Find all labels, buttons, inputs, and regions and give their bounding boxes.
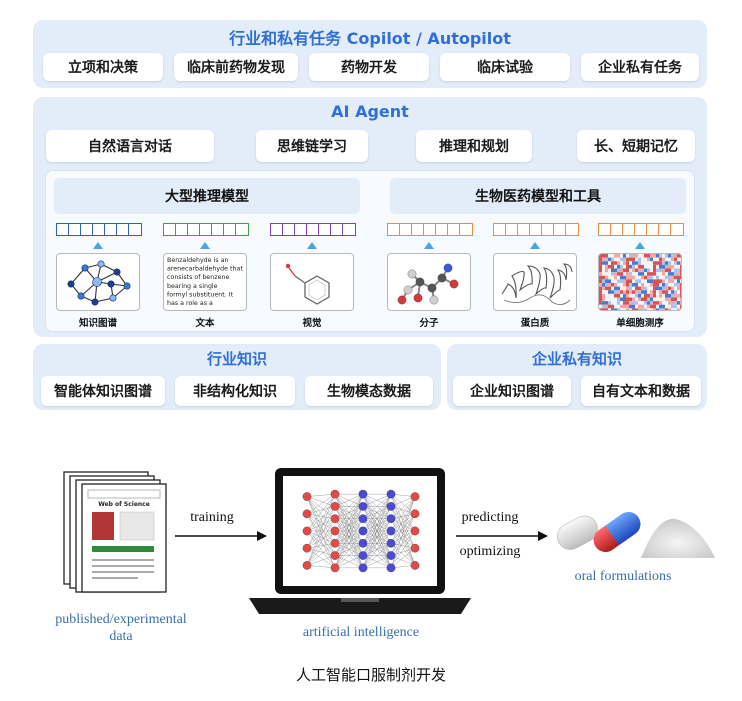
svg-text:Benzaldehyde is an: Benzaldehyde is an [167, 257, 228, 264]
heatmap-icon [599, 254, 681, 310]
laptop-caption: artificial intelligence [302, 625, 420, 640]
up-arrow-icon [530, 242, 540, 249]
modality-image-3 [270, 253, 354, 311]
agent-chip-3: 推理和规划 [416, 130, 532, 162]
token-sequence-6 [598, 223, 684, 236]
task-chip-4: 临床试验 [440, 53, 570, 81]
agent-panel: AI Agent 自然语言对话 思维链学习 推理和规划 长、短期记忆 大型推理模… [33, 97, 707, 337]
token-sequence-4 [387, 223, 473, 236]
industry-chip-2: 非结构化知识 [175, 376, 295, 406]
tasks-panel: 行业和私有任务 Copilot / Autopilot 立项和决策 临床前药物发… [33, 20, 707, 88]
documents-caption: published/experimental data [55, 612, 187, 644]
industry-chip-3: 生物模态数据 [305, 376, 433, 406]
private-chip-2: 自有文本和数据 [581, 376, 701, 406]
task-chip-3: 药物开发 [309, 53, 429, 81]
biomed-model-title: 生物医药模型和工具 [390, 178, 686, 214]
text-icon: Benzaldehyde is an arenecarbaldehyde that… [167, 257, 243, 307]
modality-image-6 [598, 253, 682, 311]
modality-image-2: Benzaldehyde is an arenecarbaldehyde that… [163, 253, 247, 311]
predicting-arrow [456, 531, 548, 541]
modality-label-6: 单细胞测序 [616, 318, 664, 329]
modality-label-3: 视觉 [302, 318, 322, 329]
pills-icon [557, 511, 715, 558]
graph-icon [67, 260, 131, 306]
svg-text:consists of benzene: consists of benzene [167, 274, 229, 281]
token-sequence-1 [56, 223, 142, 236]
modality-label-2: 文本 [195, 318, 215, 329]
predicting-label: predicting [461, 510, 519, 525]
tasks-title: 行业和私有任务 Copilot / Autopilot [229, 29, 511, 48]
up-arrow-icon [635, 242, 645, 249]
up-arrow-icon [424, 242, 434, 249]
protein-icon [501, 263, 573, 305]
modality-label-5: 蛋白质 [520, 318, 550, 329]
up-arrow-icon [93, 242, 103, 249]
agent-chip-2: 思维链学习 [256, 130, 368, 162]
industry-chip-1: 智能体知识图谱 [41, 376, 165, 406]
svg-text:bearing a single: bearing a single [167, 283, 218, 290]
modality-label-1: 知识图谱 [78, 318, 117, 329]
documents-icon [63, 471, 167, 593]
reasoning-model-title: 大型推理模型 [54, 178, 360, 214]
modality-image-1 [56, 253, 140, 311]
svg-text:formyl substituent. It: formyl substituent. It [167, 291, 234, 298]
modality-image-5 [493, 253, 577, 311]
agent-chip-4: 长、短期记忆 [577, 130, 695, 162]
agent-title: AI Agent [331, 102, 409, 121]
agent-chip-1: 自然语言对话 [46, 130, 214, 162]
up-arrow-icon [200, 242, 210, 249]
private-chip-1: 企业知识图谱 [453, 376, 571, 406]
modality-label-4: 分子 [419, 318, 439, 329]
task-chip-2: 临床前药物发现 [174, 53, 298, 81]
token-sequence-5 [493, 223, 579, 236]
task-chip-1: 立项和决策 [43, 53, 163, 81]
optimizing-label: optimizing [459, 544, 521, 559]
training-label: training [190, 510, 234, 525]
pills-caption: oral formulations [574, 569, 672, 584]
private-knowledge-title: 企业私有知识 [531, 350, 622, 368]
modality-image-4 [387, 253, 471, 311]
private-knowledge-panel: 企业私有知识 企业知识图谱 自有文本和数据 [447, 344, 707, 410]
training-arrow [175, 531, 267, 541]
task-chip-5: 企业私有任务 [581, 53, 699, 81]
industry-knowledge-panel: 行业知识 智能体知识图谱 非结构化知识 生物模态数据 [33, 344, 441, 410]
benzaldehyde-icon [285, 263, 330, 305]
token-sequence-3 [270, 223, 356, 236]
document-header-title: Web of Science [98, 501, 150, 508]
svg-text:arenecarbaldehyde that: arenecarbaldehyde that [167, 266, 243, 273]
token-sequence-2 [163, 223, 249, 236]
industry-knowledge-title: 行业知识 [206, 350, 267, 368]
models-box: 大型推理模型 生物医药模型和工具 [45, 170, 695, 332]
svg-text:has a role as a: has a role as a [167, 300, 213, 307]
up-arrow-icon [307, 242, 317, 249]
molecule-icon [397, 263, 459, 305]
figure-caption: 人工智能口服制剂开发 [295, 668, 446, 684]
laptop-icon [249, 468, 471, 614]
